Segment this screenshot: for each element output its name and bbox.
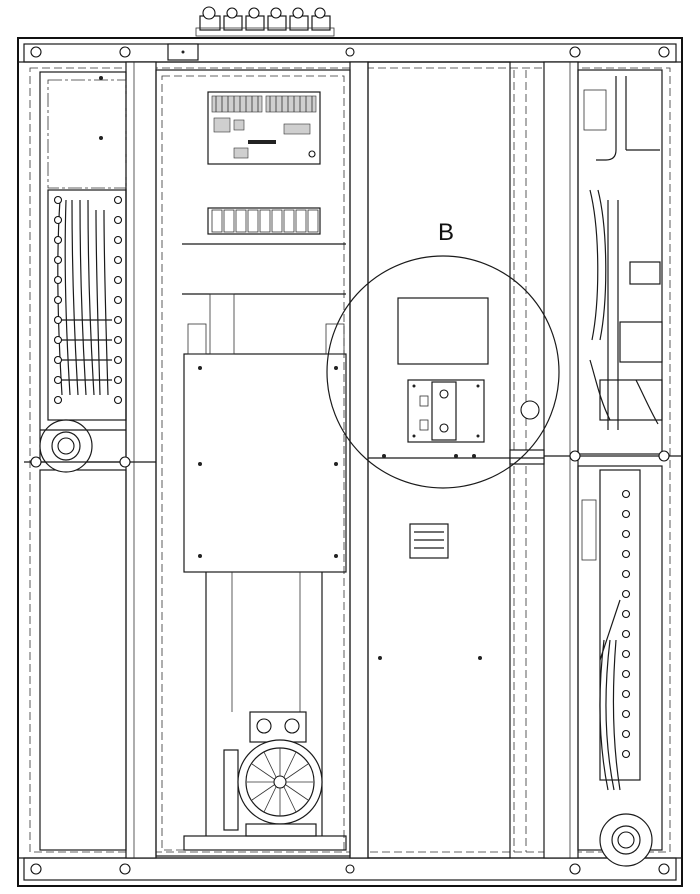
cable-glands bbox=[195, 6, 335, 37]
detail-callout: B bbox=[326, 219, 560, 489]
detail-label-b: B bbox=[438, 219, 454, 246]
center-compartment bbox=[155, 69, 351, 857]
right-compartment bbox=[544, 69, 682, 867]
access-panel bbox=[367, 61, 545, 859]
left-compartment bbox=[24, 71, 156, 851]
